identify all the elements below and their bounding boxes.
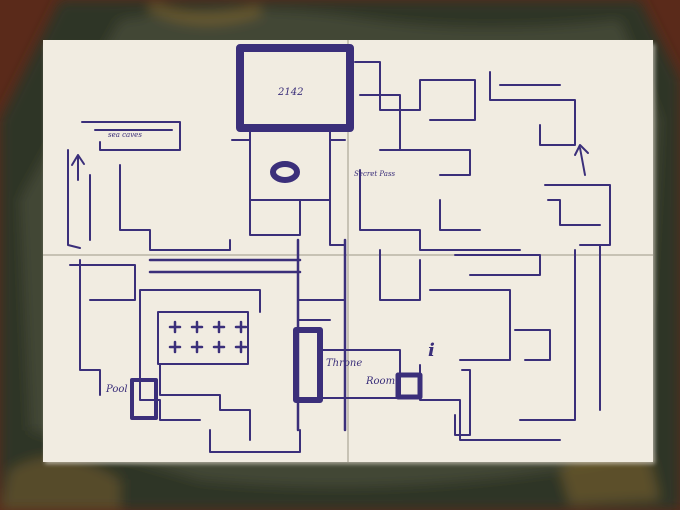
sea-caves-label: sea caves — [108, 131, 142, 139]
info-marker: i — [428, 340, 435, 361]
map-labels: 2142 sea caves Secret Pass Throne Room P… — [105, 87, 435, 395]
throne-word: Throne — [326, 358, 362, 369]
pool-label: Pool — [105, 384, 128, 395]
top-room-label: 2142 — [277, 87, 303, 98]
room-word: Room — [365, 376, 395, 387]
secret-pass-label: Secret Pass — [354, 170, 396, 178]
map-drawing — [67, 44, 611, 453]
